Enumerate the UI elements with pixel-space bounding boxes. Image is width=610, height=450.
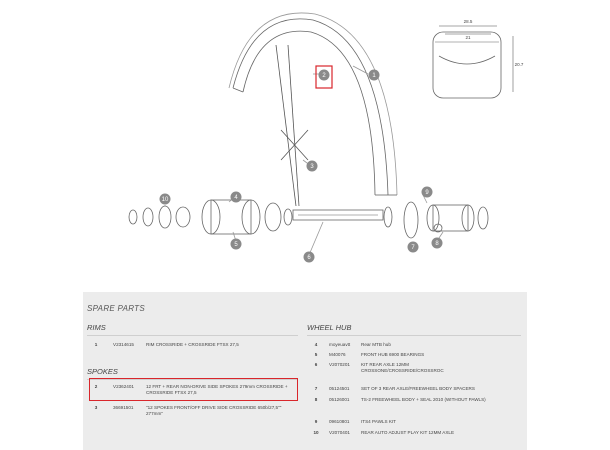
spare-parts-title: SPARE PARTS bbox=[87, 304, 145, 313]
freewheel-body bbox=[432, 204, 469, 232]
spokes-heading: SPOKES bbox=[87, 367, 118, 376]
hub-row-9: 9 09610801 ITS4 PAWLS KIT bbox=[314, 419, 396, 424]
callout-2: 2 bbox=[322, 73, 326, 79]
hub-row-10: 10 V2070401 REAR AUTO ADJUST PLAY KIT 12… bbox=[313, 430, 455, 435]
callout-7: 7 bbox=[411, 245, 415, 251]
hub-row-4: 4 moyeuavtt Rear MTB hub bbox=[314, 342, 391, 347]
rim-profile bbox=[432, 31, 502, 99]
wheel-hub-heading: WHEEL HUB bbox=[307, 323, 352, 332]
exploded-wheel-diagram: 1 2 3 4 5 6 7 8 9 10 28.5 21 20.7 bbox=[83, 0, 527, 292]
hub-row-8: 8 05126001 TS-2 FREEWHEEL BODY + SEAL 20… bbox=[314, 397, 486, 402]
rims-heading: RIMS bbox=[87, 323, 106, 332]
highlighted-row-frame bbox=[89, 378, 298, 401]
diagram-drawing: 1 2 3 4 5 6 7 8 9 10 28.5 21 20.7 bbox=[128, 12, 524, 263]
rim-width-inner: 21 bbox=[465, 35, 471, 40]
callout-4: 4 bbox=[234, 195, 238, 201]
rim-width-outer: 28.5 bbox=[464, 19, 473, 24]
callout-8: 8 bbox=[435, 241, 439, 247]
rim-outer bbox=[232, 18, 389, 196]
rims-row: 1 V2314615 RIM CROSSRIDE + CROSSRIDE FTS… bbox=[94, 342, 239, 347]
spare-parts-table: SPARE PARTS RIMS 1 V2314615 RIM CROSSRID… bbox=[83, 292, 527, 450]
spoke-b bbox=[287, 44, 300, 207]
rim-height: 20.7 bbox=[515, 62, 524, 67]
hub-row-6: 6 V2070201 KIT REAR AXLE 12MM CROSSONE/C… bbox=[314, 362, 444, 373]
rim-dimensions: 28.5 21 20.7 bbox=[464, 19, 524, 67]
callout-5: 5 bbox=[234, 242, 238, 248]
hub-row-7: 7 05124501 SET OF 3 REAR AXLE/FREEWHEEL … bbox=[314, 386, 475, 391]
axle bbox=[292, 209, 384, 221]
callout-1: 1 bbox=[372, 73, 376, 79]
callout-6: 6 bbox=[307, 255, 311, 261]
callout-markers: 1 2 3 4 5 6 7 8 9 10 bbox=[159, 65, 443, 263]
rim-inner bbox=[242, 30, 376, 196]
hub-row-5: 5 M40076 FRONT HUB 6900 BEARINGS bbox=[314, 352, 425, 357]
callout-3: 3 bbox=[310, 164, 314, 170]
spokes-row-3: 3 36691501 "12 SPOKES FRONT/OFF DRIVE SI… bbox=[94, 405, 282, 416]
callout-9: 9 bbox=[425, 190, 429, 196]
spoke-a bbox=[275, 44, 297, 207]
callout-10: 10 bbox=[162, 197, 169, 203]
spokes-row-2: 2 V2362401 12 FRT + REAR NON-DRIVE SIDE … bbox=[94, 384, 288, 395]
